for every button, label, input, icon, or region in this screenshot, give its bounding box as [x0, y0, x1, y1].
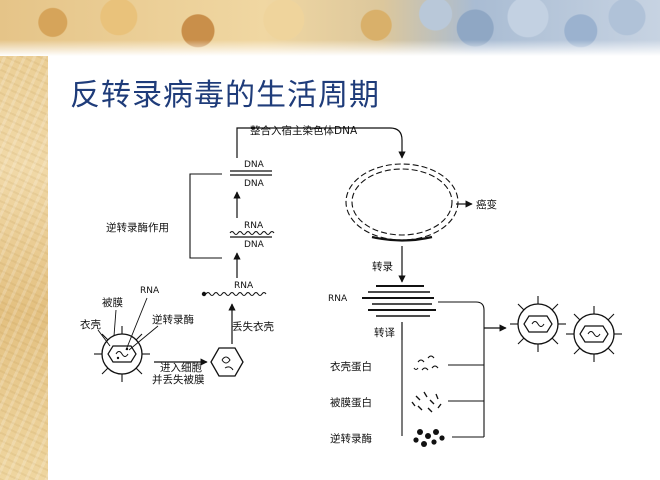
viral-rna-wavy — [205, 291, 267, 297]
rt-bracket — [189, 173, 222, 259]
envelope-protein-symbol — [411, 391, 442, 413]
enter-cell-line1: 进入细胞 — [160, 361, 202, 374]
decorative-left-strip — [0, 0, 48, 480]
virion-spikes — [94, 326, 150, 382]
dna-hybrid-label: DNA — [244, 240, 265, 250]
capsid-label: 衣壳 — [80, 318, 101, 331]
envelope-protein-label: 被膜蛋白 — [330, 396, 372, 409]
integrate-label: 整合入宿主染色体DNA — [250, 124, 358, 137]
uncoated-capsid — [210, 347, 244, 377]
integrated-provirus — [371, 235, 433, 242]
leader-envelope — [113, 309, 117, 337]
virion-rna-label: RNA — [140, 286, 160, 296]
rna-right-label: RNA — [328, 294, 348, 304]
capsid-protein-label: 衣壳蛋白 — [330, 360, 372, 373]
new-virion-2 — [566, 306, 622, 362]
diagram-svg: 整合入宿主染色体DNA DNA DNA RNA DNA 逆转录酶作用 RNA — [80, 124, 622, 447]
lose-capsid-label: 丢失衣壳 — [232, 320, 274, 333]
rt-action-label: 逆转录酶作用 — [106, 221, 169, 234]
leader-capsid — [97, 329, 111, 347]
dna-top-label: DNA — [244, 160, 265, 170]
protein-merge-lines — [448, 328, 485, 438]
cancer-label: 癌变 — [476, 198, 497, 211]
translation-label: 转译 — [374, 326, 395, 339]
rt-enzyme-symbol — [413, 429, 445, 447]
dna-bottom-label: DNA — [244, 179, 265, 189]
retrovirus-life-cycle-diagram: 整合入宿主染色体DNA DNA DNA RNA DNA 逆转录酶作用 RNA — [72, 118, 650, 463]
leader-rt — [128, 325, 159, 351]
rna-transcripts — [362, 285, 436, 317]
new-virion-1 — [510, 296, 566, 352]
banner-fade — [0, 40, 660, 56]
rna-strand-label: RNA — [234, 281, 254, 291]
rna-to-virion-brace — [438, 301, 485, 328]
reverse-transcriptase-label: 逆转录酶 — [152, 313, 194, 326]
capsid-protein-symbol — [413, 355, 439, 371]
rna-5prime-cap — [201, 291, 207, 297]
uncoated-rna — [221, 356, 234, 371]
rna-wavy-strand — [229, 230, 275, 236]
host-chromosome-outer — [345, 163, 459, 241]
rna-hybrid-label: RNA — [244, 221, 264, 231]
leader-rna — [125, 297, 148, 351]
host-chromosome-inner — [351, 168, 453, 236]
virion — [94, 326, 150, 382]
integration-arrow — [236, 127, 406, 159]
transcription-label: 转录 — [372, 260, 393, 273]
rt-enzyme-label: 逆转录酶 — [330, 432, 372, 445]
envelope-label: 被膜 — [102, 296, 123, 309]
enter-cell-line2: 并丢失被膜 — [152, 373, 205, 386]
slide-title: 反转录病毒的生活周期 — [70, 78, 380, 113]
